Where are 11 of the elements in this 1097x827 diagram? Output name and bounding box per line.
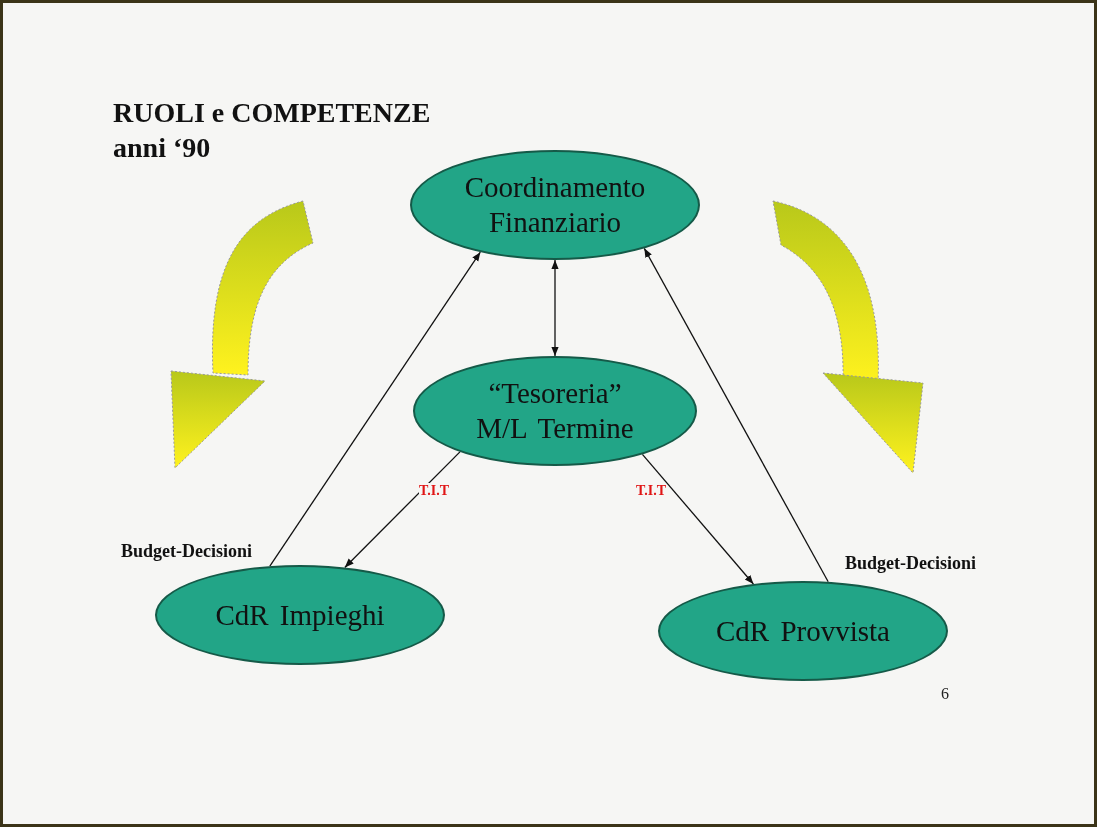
node-label: Coordinamento Finanziario	[463, 170, 647, 240]
node-label: CdR Provvista	[715, 613, 891, 649]
arrow	[269, 251, 481, 567]
edge-label: Budget-Decisioni	[845, 553, 976, 574]
arrow	[551, 259, 559, 357]
arrow	[643, 247, 829, 583]
node-label: CdR Impieghi	[214, 597, 386, 633]
edge-label: Budget-Decisioni	[121, 541, 252, 562]
page-number: 6	[941, 685, 949, 703]
node-label: “Tesoreria” M/L Termine	[475, 376, 635, 446]
slide-title: RUOLI e COMPETENZE anni ‘90	[113, 96, 432, 165]
